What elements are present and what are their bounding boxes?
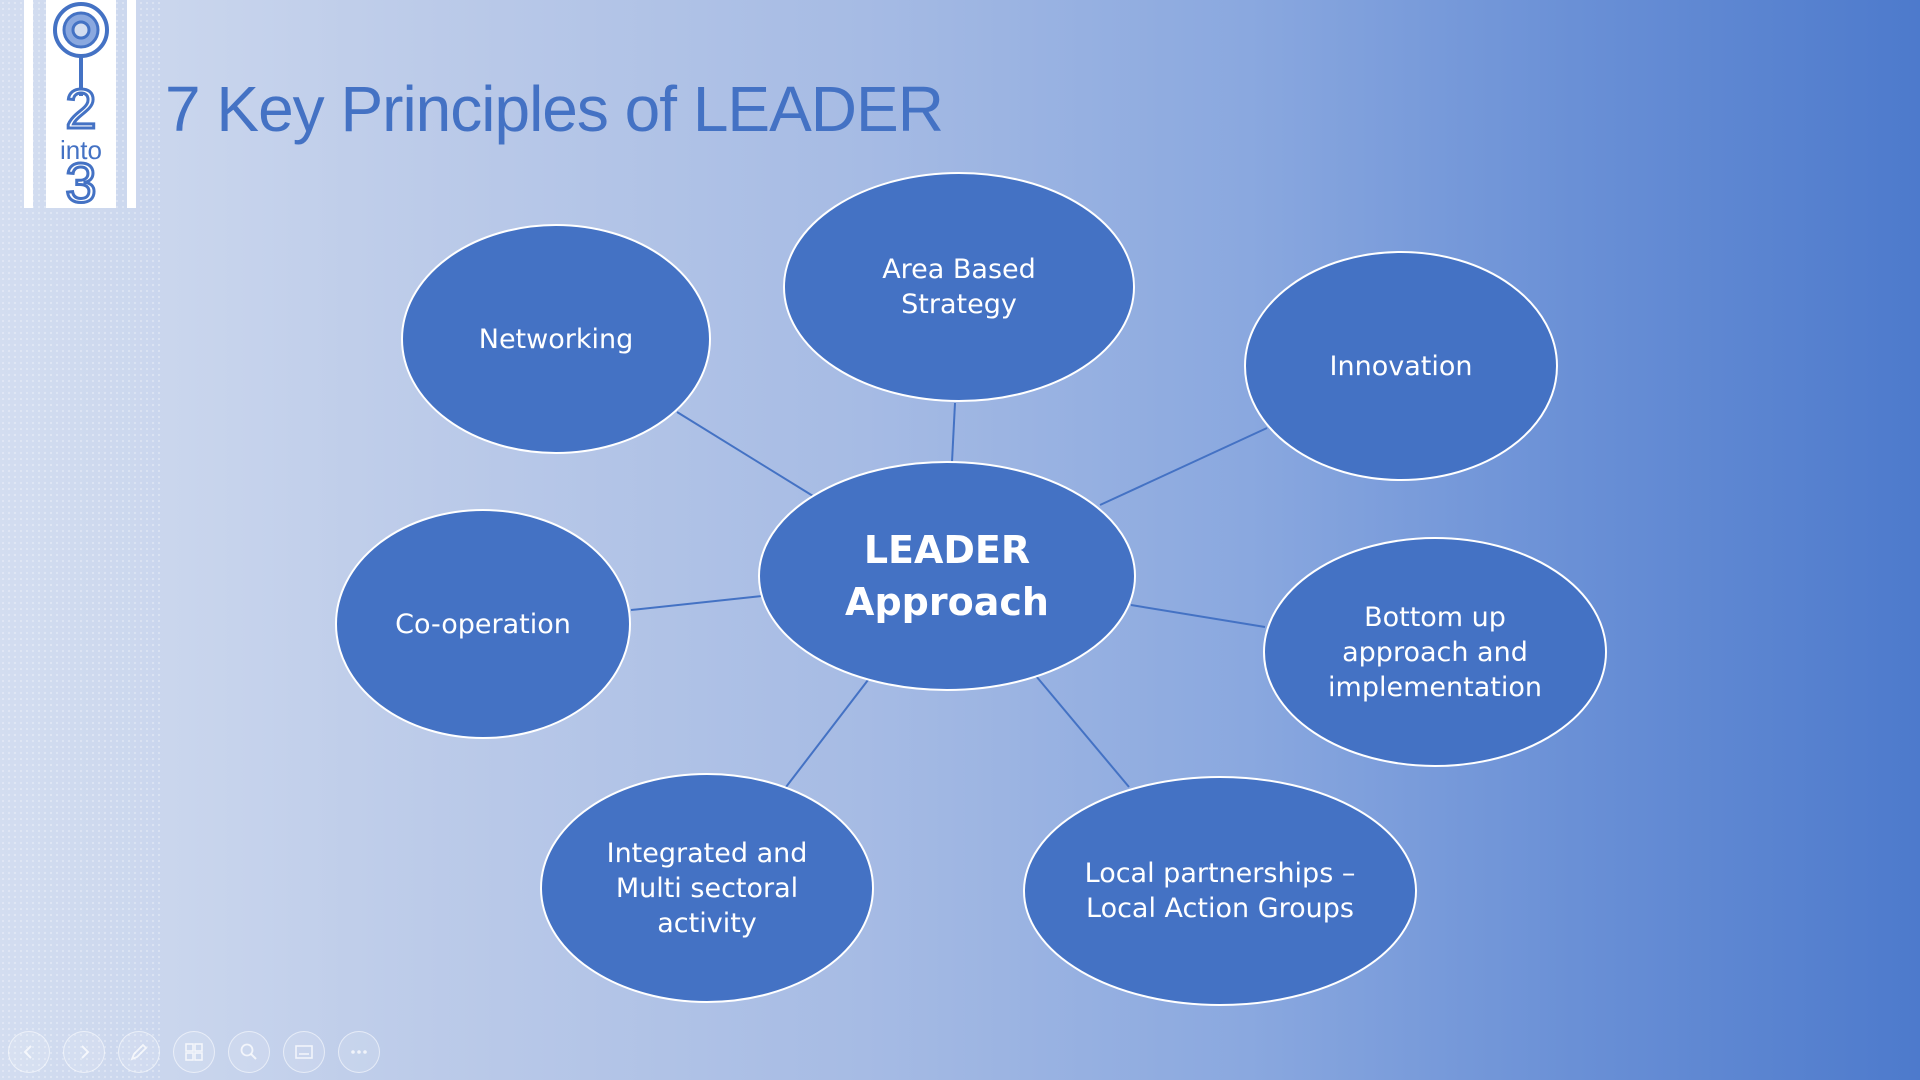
slides-overview-button[interactable] xyxy=(173,1031,215,1073)
label-area-based-strategy: Area Based Strategy xyxy=(882,254,1036,320)
pen-icon xyxy=(130,1043,148,1061)
label-networking: Networking xyxy=(478,323,634,355)
logo-text-mid: into xyxy=(60,135,102,165)
label-leader-approach: LEADER Approach xyxy=(845,528,1049,624)
label-local-partnerships: Local partnerships – Local Action Groups xyxy=(1084,858,1356,924)
arrow-right-icon xyxy=(81,1045,90,1059)
node-leader-approach xyxy=(758,461,1136,691)
connector-local-partnerships xyxy=(1035,675,1130,788)
logo-text-bottom: 3 xyxy=(65,151,96,208)
connector-integrated xyxy=(785,679,869,788)
connector-co-operation xyxy=(630,595,763,611)
label-integrated: Integrated and Multi sectoral activity xyxy=(606,837,808,939)
label-co-operation: Co-operation xyxy=(395,608,571,640)
magnifier-icon xyxy=(240,1043,257,1060)
node-bottom-up xyxy=(1263,537,1607,767)
arrow-left-icon xyxy=(23,1045,32,1059)
subtitles-button[interactable] xyxy=(283,1031,325,1073)
pen-button[interactable] xyxy=(118,1031,160,1073)
node-networking xyxy=(401,224,711,454)
node-co-operation xyxy=(335,509,631,739)
logo-bar-left xyxy=(24,0,33,208)
zoom-button[interactable] xyxy=(228,1031,270,1073)
connector-area-based-strategy xyxy=(951,402,956,463)
presenter-toolbar xyxy=(8,1031,380,1075)
grid-icon xyxy=(185,1043,203,1061)
node-area-based-strategy xyxy=(783,172,1135,402)
next-button[interactable] xyxy=(63,1031,105,1073)
node-integrated xyxy=(540,773,874,1003)
node-local-partnerships xyxy=(1023,776,1417,1006)
slide-title: 7 Key Principles of LEADER xyxy=(165,73,944,145)
label-innovation: Innovation xyxy=(1329,350,1473,382)
logo-graphic: 2 into 3 xyxy=(53,2,109,208)
more-icon xyxy=(351,1050,367,1054)
subtitles-icon xyxy=(295,1045,313,1059)
node-innovation xyxy=(1244,251,1558,481)
previous-button[interactable] xyxy=(8,1031,50,1073)
logo-bar-right xyxy=(127,0,136,208)
connector-bottom-up xyxy=(1130,604,1266,628)
label-bottom-up: Bottom up approach and implementation xyxy=(1328,601,1542,703)
logo: 2 into 3 xyxy=(24,0,138,208)
connector-networking xyxy=(676,411,814,497)
connector-innovation xyxy=(1099,427,1268,506)
logo-text-top: 2 xyxy=(65,77,96,140)
more-button[interactable] xyxy=(338,1031,380,1073)
